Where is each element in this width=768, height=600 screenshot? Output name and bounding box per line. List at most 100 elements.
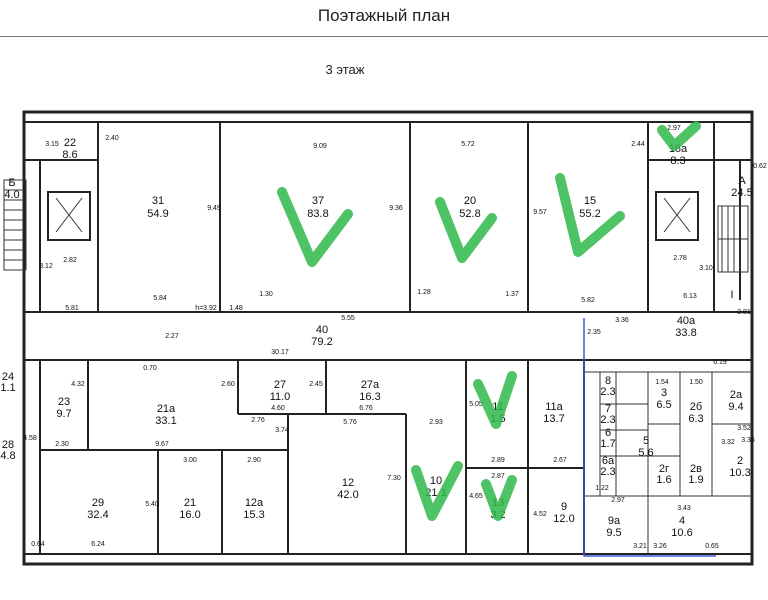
dim-label: 2.76 bbox=[251, 417, 265, 424]
dim-label: 2.27 bbox=[165, 333, 179, 340]
room-2-area: 10.3 bbox=[729, 467, 750, 479]
dim-label: 1.50 bbox=[689, 379, 703, 386]
dim-label: 4.60 bbox=[271, 405, 285, 412]
room-2a-area: 9.4 bbox=[728, 401, 743, 413]
room-2v-area: 1.9 bbox=[688, 474, 703, 486]
check-mark-icon bbox=[435, 197, 497, 263]
selection-marks bbox=[277, 121, 701, 521]
room-11a-number: 11а bbox=[545, 401, 563, 413]
dim-label: 2.81 bbox=[737, 309, 751, 316]
room-8-number: 8 bbox=[605, 375, 611, 387]
room-40a-number: 40а bbox=[677, 315, 696, 327]
dim-label: 3.15 bbox=[45, 141, 59, 148]
room-7-number: 7 bbox=[605, 403, 611, 415]
room-B-number: Б bbox=[8, 177, 15, 189]
floor-label: 3 этаж bbox=[325, 62, 365, 77]
dim-label: 2.82 bbox=[63, 257, 77, 264]
room-2b-number: 2б bbox=[690, 401, 702, 413]
room-12a-number: 12а bbox=[245, 497, 264, 509]
dim-label: 1.30 bbox=[259, 291, 273, 298]
room-31-area: 54.9 bbox=[147, 208, 168, 220]
elevator-right bbox=[655, 191, 699, 241]
room-37-number: 37 bbox=[312, 195, 324, 207]
dim-label: 6.13 bbox=[683, 293, 697, 300]
room-27-area: 11.0 bbox=[270, 391, 291, 403]
room-28-area: 4.8 bbox=[0, 450, 15, 462]
dim-label: 4.58 bbox=[23, 435, 37, 442]
dim-label: 0.64 bbox=[31, 541, 45, 548]
elevator-left bbox=[47, 191, 91, 241]
room-2g-number: 2г bbox=[659, 463, 669, 475]
room-I-number: I bbox=[730, 289, 733, 301]
dim-label: 2.67 bbox=[553, 457, 567, 464]
dim-label: 2.87 bbox=[491, 473, 505, 480]
room-9-area: 12.0 bbox=[553, 513, 574, 525]
room-20-number: 20 bbox=[464, 195, 476, 207]
title-divider bbox=[0, 36, 768, 37]
bottom-wall-band bbox=[23, 553, 753, 565]
dim-label: 1.48 bbox=[229, 305, 243, 312]
room-12-area: 42.0 bbox=[337, 489, 358, 501]
dim-label: 3.36 bbox=[615, 317, 629, 324]
room-24-area: 1.1 bbox=[0, 382, 15, 394]
dim-label: 3.12 bbox=[39, 263, 53, 270]
dim-label: h=3.92 bbox=[195, 305, 217, 312]
dim-label: 0.62 bbox=[753, 163, 767, 170]
dim-label: 5.55 bbox=[341, 315, 355, 322]
dim-label: 4.52 bbox=[533, 511, 547, 518]
room-21a-number: 21а bbox=[157, 403, 176, 415]
room-7-area: 2.3 bbox=[600, 414, 615, 426]
dim-label: 6.76 bbox=[359, 405, 373, 412]
dim-label: 3.74 bbox=[275, 427, 289, 434]
room-15-area: 55.2 bbox=[579, 208, 600, 220]
room-21-number: 21 bbox=[184, 497, 196, 509]
check-mark-icon bbox=[481, 475, 517, 521]
room-4-area: 10.6 bbox=[671, 527, 692, 539]
room-A-area: 24.5 bbox=[731, 187, 752, 199]
dim-label: 3.10 bbox=[699, 265, 713, 272]
dim-label: 2.30 bbox=[55, 441, 69, 448]
dim-label: 5.76 bbox=[343, 419, 357, 426]
dim-label: 3.32 bbox=[721, 439, 735, 446]
room-9a-number: 9а bbox=[608, 515, 621, 527]
room-6a-number: 6а bbox=[602, 455, 615, 467]
dim-label: 1.54 bbox=[655, 379, 669, 386]
check-mark-icon bbox=[473, 371, 517, 429]
room-31-number: 31 bbox=[152, 195, 164, 207]
dim-label: 9.67 bbox=[155, 441, 169, 448]
dim-label: 3.00 bbox=[183, 457, 197, 464]
dim-label: 2.78 bbox=[673, 255, 687, 262]
dim-label: 3.43 bbox=[677, 505, 691, 512]
dim-label: 9.09 bbox=[313, 143, 327, 150]
room-6-area: 1.7 bbox=[600, 438, 615, 450]
dim-label: 2.97 bbox=[667, 125, 681, 132]
room-15-number: 15 bbox=[584, 195, 596, 207]
room-28-number: 28 bbox=[2, 439, 14, 451]
dim-label: 5.05 bbox=[469, 401, 483, 408]
room-9a-area: 9.5 bbox=[606, 527, 621, 539]
room-5-area: 5.6 bbox=[638, 447, 653, 459]
dim-label: 2.35 bbox=[587, 329, 601, 336]
dim-label: 1.28 bbox=[417, 289, 431, 296]
dim-label: 3.21 bbox=[633, 543, 647, 550]
room-12a-area: 15.3 bbox=[243, 509, 264, 521]
room-20-area: 52.8 bbox=[459, 208, 480, 220]
room-6-number: 6 bbox=[605, 427, 611, 439]
dim-label: 5.84 bbox=[153, 295, 167, 302]
check-mark-icon bbox=[555, 173, 625, 257]
room-23-number: 23 bbox=[58, 396, 70, 408]
dim-label: 7.30 bbox=[387, 475, 401, 482]
dim-label: 2.45 bbox=[309, 381, 323, 388]
dim-label: 2.97 bbox=[611, 497, 625, 504]
dim-label: 2.60 bbox=[221, 381, 235, 388]
room-16a-area: 8.3 bbox=[670, 155, 685, 167]
room-21a-area: 33.1 bbox=[155, 415, 176, 427]
room-23-area: 9.7 bbox=[56, 408, 71, 420]
check-mark-icon bbox=[411, 461, 463, 521]
check-mark-icon bbox=[657, 121, 701, 151]
page-title: Поэтажный план bbox=[317, 6, 451, 25]
walls bbox=[22, 110, 754, 566]
room-A-number: А bbox=[738, 175, 746, 187]
dim-label: 2.40 bbox=[105, 135, 119, 142]
room-5-number: 5 bbox=[643, 435, 649, 447]
